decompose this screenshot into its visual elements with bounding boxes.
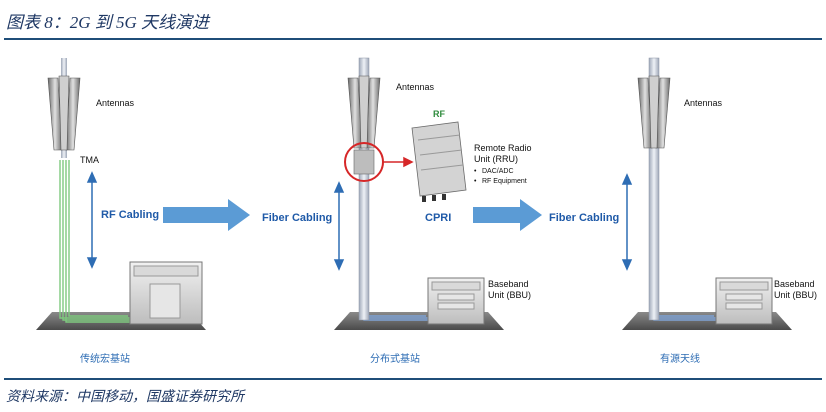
rru-bullet-2-text: RF Equipment xyxy=(482,178,527,185)
figure-title: 图表 8：2G 到 5G 天线演进 xyxy=(6,13,210,32)
bbu-label-line2: Unit (BBU) xyxy=(488,290,531,300)
cabling-span-arrow xyxy=(621,173,633,271)
bbu-label-line1: Baseband xyxy=(488,279,529,289)
fiber-cabling-label-2: Fiber Cabling xyxy=(549,212,619,224)
antennas-label: Antennas xyxy=(396,82,435,92)
antennas-label: Antennas xyxy=(96,98,135,108)
evolution-arrow-1 xyxy=(163,199,250,231)
source-note: 资料来源：中国移动，国盛证券研究所 xyxy=(6,390,244,405)
rru-bullet-1: • xyxy=(474,168,477,175)
bbu-cabinet xyxy=(715,277,773,325)
bts-cabinet xyxy=(129,261,203,325)
evolution-arrow-2 xyxy=(473,199,542,231)
rru-label-line2: Unit (RRU) xyxy=(474,154,518,164)
panel-active-antenna: Fiber Cabling Antennas Baseband Unit (BB… xyxy=(549,57,817,365)
caption-traditional: 传统宏基站 xyxy=(80,352,130,365)
bbu-cabinet xyxy=(427,277,485,325)
antenna-pole xyxy=(648,57,660,321)
cpri-label: CPRI xyxy=(425,212,451,224)
antenna-panels xyxy=(47,75,81,151)
bbu-label-line1: Baseband xyxy=(774,279,815,289)
panel-traditional-macro: Antennas TMA RF Cabling 传统宏基站 xyxy=(36,58,206,365)
antenna-panels xyxy=(637,75,671,149)
rru-bullet-1-text: DAC/ADC xyxy=(482,168,514,175)
rru-label-line1: Remote Radio xyxy=(474,143,532,153)
rru-bullet-2: • xyxy=(474,178,477,185)
fiber-cable-bundle xyxy=(650,150,718,321)
caption-distributed: 分布式基站 xyxy=(370,352,420,365)
rru-unit xyxy=(411,121,467,202)
fiber-cabling-label-1: Fiber Cabling xyxy=(262,212,332,224)
cabling-span-arrow xyxy=(333,181,345,271)
rru-pointer-arrow xyxy=(383,156,414,168)
caption-active-antenna: 有源天线 xyxy=(660,352,700,365)
rf-label: RF xyxy=(433,109,445,119)
top-rule xyxy=(4,38,822,40)
rf-cable-bundle xyxy=(59,160,134,323)
antenna-pole xyxy=(358,57,370,321)
rf-cabling-label: RF Cabling xyxy=(101,209,159,221)
fiber-cable-bundle xyxy=(360,180,430,321)
cabling-span-arrow xyxy=(86,171,98,269)
bbu-label-line2: Unit (BBU) xyxy=(774,290,817,300)
antennas-label: Antennas xyxy=(684,98,723,108)
tma-label: TMA xyxy=(80,155,99,165)
panel-distributed: Fiber Cabling Antennas RF xyxy=(262,57,532,365)
antenna-panels xyxy=(347,75,381,149)
bottom-rule xyxy=(4,378,822,380)
rru-on-mast xyxy=(353,149,375,175)
